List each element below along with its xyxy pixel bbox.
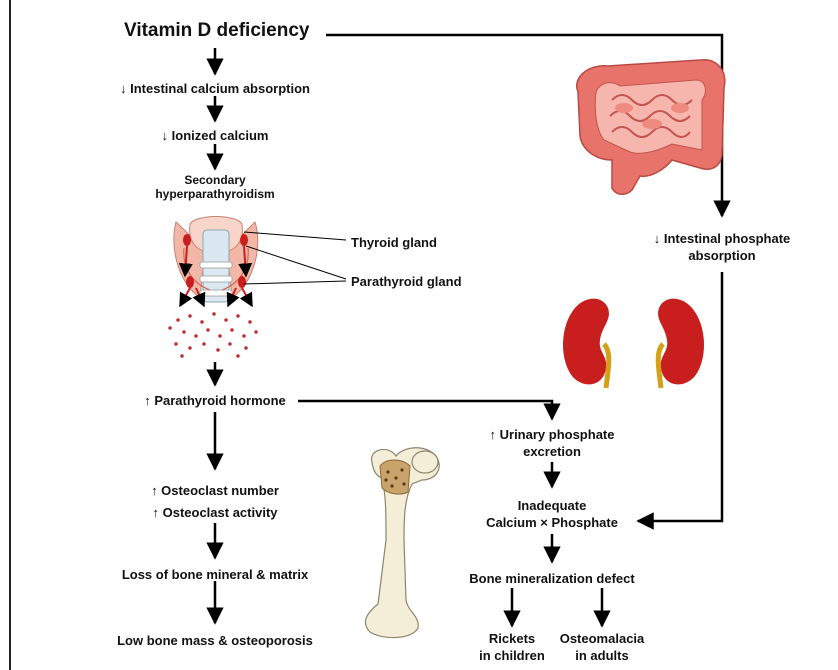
callout-lines (244, 232, 346, 284)
node-osteoclast-number: ↑ Osteoclast number (105, 482, 325, 499)
femur-illustration (365, 448, 439, 638)
node-ionized-calcium: ↓ Ionized calcium (105, 127, 325, 144)
node-loss-of-bone: Loss of bone mineral & matrix (95, 566, 335, 583)
node-osteomalacia-line2: in adults (557, 647, 647, 664)
node-urinary-phosphate-line1: ↑ Urinary phosphate (462, 426, 642, 443)
node-rickets-line1: Rickets (472, 630, 552, 647)
node-intestinal-calcium: ↓ Intestinal calcium absorption (105, 80, 325, 97)
node-osteoclast-activity: ↑ Osteoclast activity (105, 504, 325, 521)
intestine-illustration (577, 60, 725, 194)
node-osteomalacia-line1: Osteomalacia (557, 630, 647, 647)
label-parathyroid-gland: Parathyroid gland (351, 273, 462, 290)
node-low-bone-mass: Low bone mass & osteoporosis (95, 632, 335, 649)
node-mineralization-defect: Bone mineralization defect (452, 570, 652, 587)
kidneys-illustration (563, 299, 704, 388)
node-hyperparathyroidism: hyperparathyroidism (105, 187, 325, 201)
arrow-pth-to-urinary (298, 401, 552, 419)
node-inadequate-line2: Calcium × Phosphate (462, 514, 642, 531)
node-rickets-line2: in children (472, 647, 552, 664)
node-phosphate-absorption-line1: ↓ Intestinal phosphate (622, 230, 822, 247)
node-phosphate-absorption-line2: absorption (622, 247, 822, 264)
node-secondary: Secondary (105, 173, 325, 187)
label-thyroid-gland: Thyroid gland (351, 234, 437, 251)
node-inadequate-line1: Inadequate (462, 497, 642, 514)
title-vitamin-d-deficiency: Vitamin D deficiency (124, 22, 310, 39)
thyroid-illustration (168, 217, 257, 358)
node-urinary-phosphate-line2: excretion (462, 443, 642, 460)
node-parathyroid-hormone: ↑ Parathyroid hormone (95, 392, 335, 409)
